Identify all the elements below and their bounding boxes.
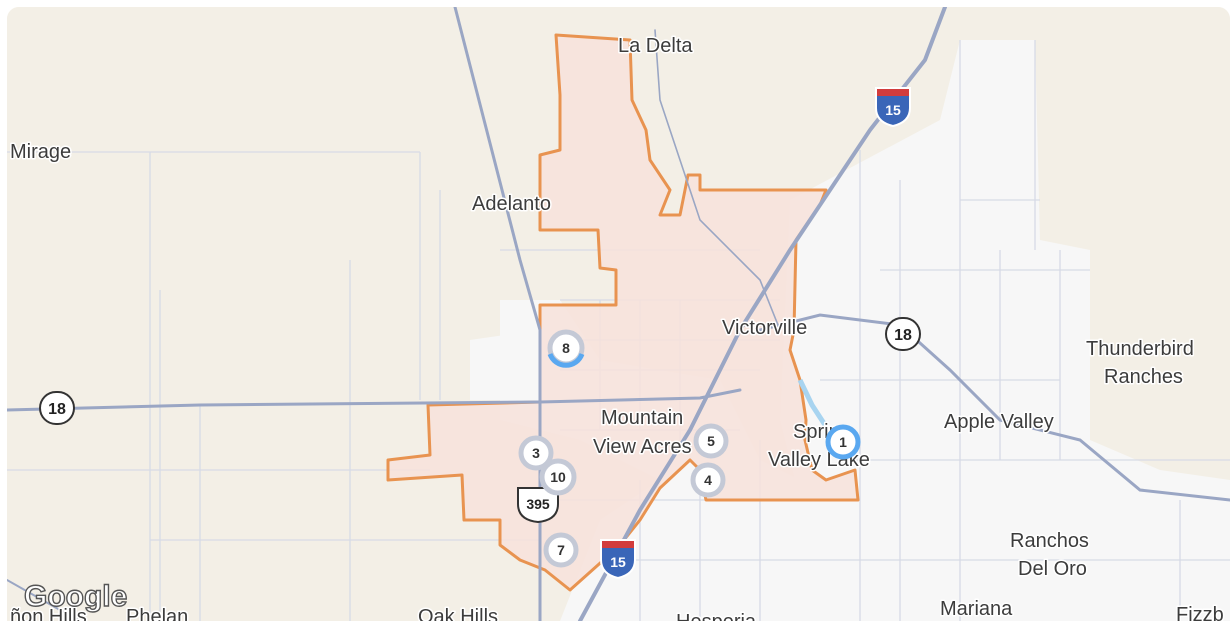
shield-label: 18: [894, 327, 912, 344]
place-label: Ranches: [1104, 366, 1183, 388]
state-route-18-shield-east: 18: [885, 317, 921, 351]
place-label: Hesperia: [676, 611, 757, 621]
place-label: Oak Hills: [418, 606, 498, 621]
place-label: Mountain: [601, 407, 683, 429]
map-svg[interactable]: 15 15 18 18 395 La Delta Mirage Ad: [7, 7, 1230, 621]
marker-label: 8: [562, 340, 570, 356]
shield-label: 395: [526, 496, 550, 512]
marker-label: 3: [532, 445, 540, 461]
city-boundary: [386, 33, 860, 592]
place-label: Phelan: [126, 606, 188, 621]
marker-label: 5: [707, 433, 715, 449]
map-marker[interactable]: 7: [543, 532, 579, 568]
us-395-shield: 395: [517, 487, 559, 524]
place-label: La Delta: [618, 35, 693, 57]
place-label: Adelanto: [472, 193, 551, 215]
place-label: Fizzb: [1176, 604, 1224, 621]
shield-label: 18: [48, 401, 66, 418]
map-marker[interactable]: 5: [693, 423, 729, 459]
place-label: Victorville: [722, 317, 807, 339]
place-label: Mariana: [940, 598, 1013, 620]
place-label: Thunderbird: [1086, 338, 1194, 360]
marker-label: 10: [550, 469, 566, 485]
map-marker[interactable]: 10: [539, 458, 577, 496]
place-label: Ranchos: [1010, 530, 1089, 552]
urban-area: [470, 330, 540, 400]
map-marker[interactable]: 3: [518, 435, 554, 471]
google-logo[interactable]: Google: [23, 579, 128, 613]
place-label: Del Oro: [1018, 558, 1087, 580]
interstate-15-shield-south: 15: [600, 539, 636, 580]
marker-label: 7: [557, 542, 565, 558]
place-label: Mirage: [10, 141, 71, 163]
river: [797, 378, 828, 427]
marker-label: 4: [704, 472, 712, 488]
map-marker[interactable]: 4: [690, 462, 726, 498]
shield-label: 15: [885, 102, 901, 118]
marker-label: 1: [839, 434, 847, 450]
interstate-15-shield-north: 15: [875, 87, 911, 128]
place-label: ñon Hills: [10, 606, 87, 621]
urban-area: [780, 40, 1230, 621]
map-marker[interactable]: 1: [825, 424, 861, 460]
place-label: View Acres: [593, 436, 692, 458]
map-marker[interactable]: 8: [547, 329, 585, 368]
place-label: Apple Valley: [944, 411, 1054, 433]
shield-label: 15: [610, 554, 626, 570]
map-canvas[interactable]: 15 15 18 18 395 La Delta Mirage Ad: [7, 7, 1230, 621]
state-route-18-shield-west: 18: [39, 391, 75, 425]
